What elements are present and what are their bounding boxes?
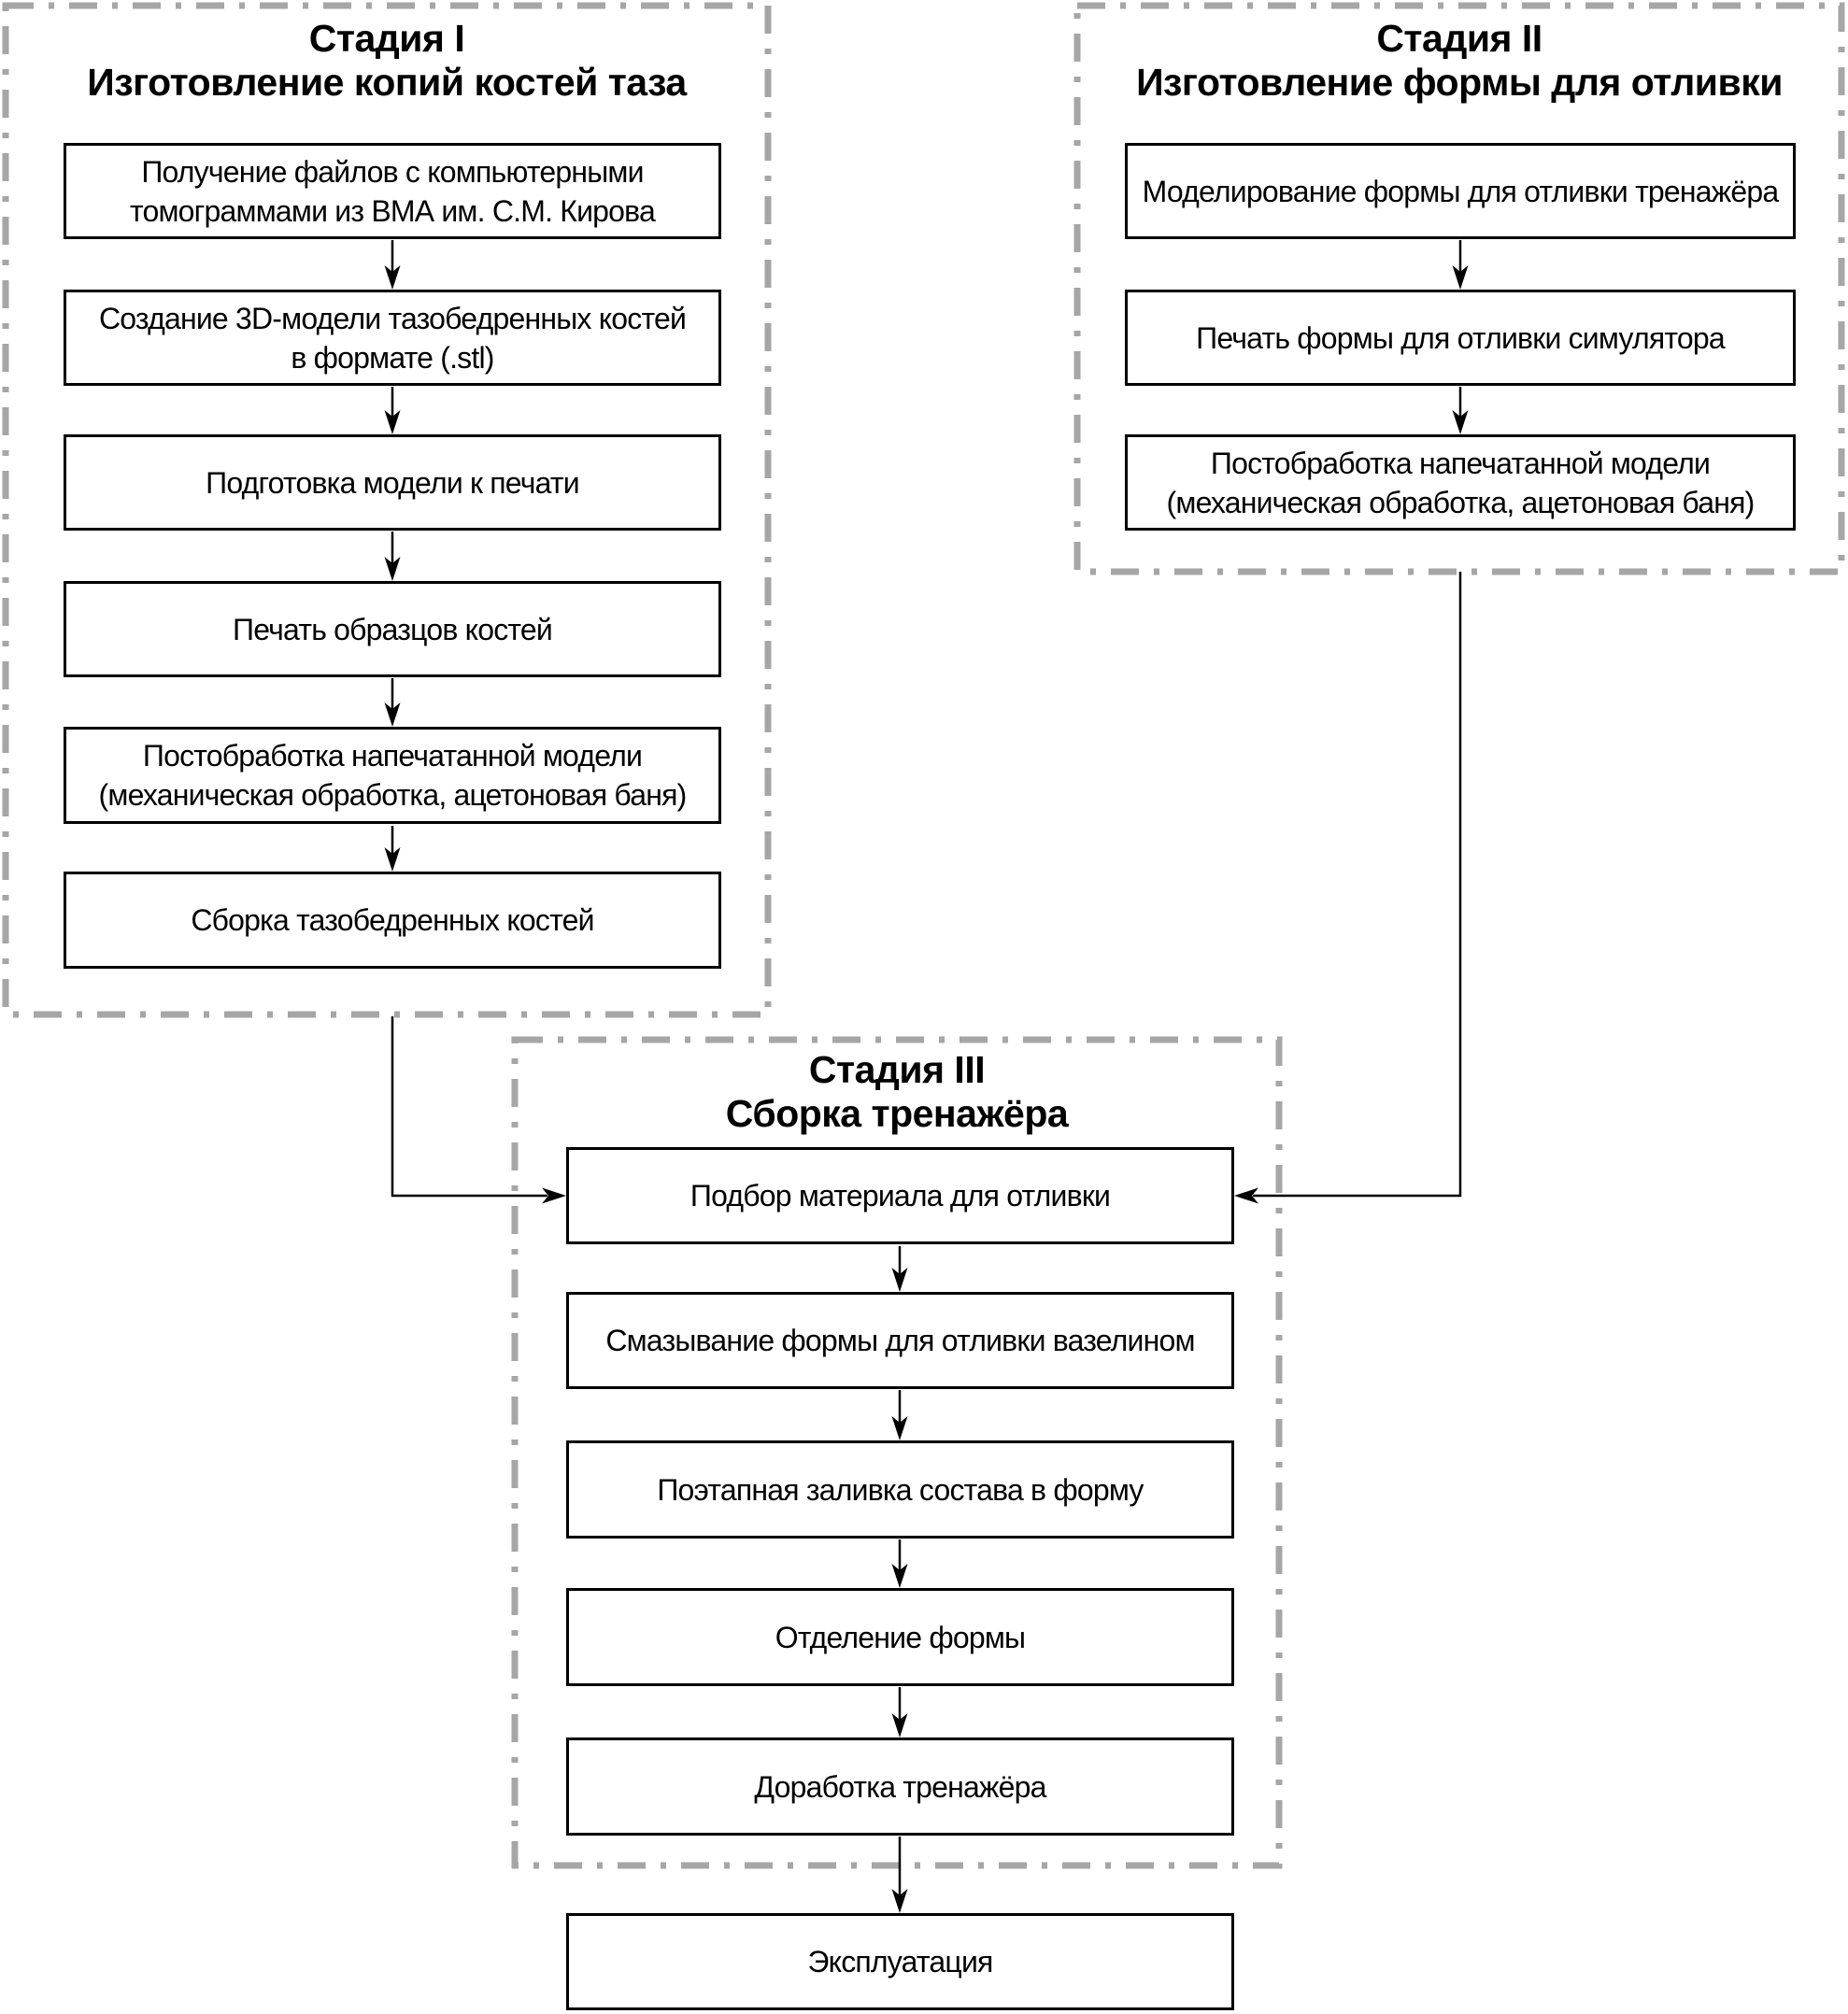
stage1-step6-box: Сборка тазобедренных костей (64, 872, 721, 969)
arrow-head (891, 1564, 908, 1588)
step-text-line: в формате (.stl) (291, 340, 494, 375)
stage1-to-stage3-connector (391, 1016, 547, 1198)
stage3-step4-box: Отделение формы (566, 1588, 1234, 1686)
arrow-head (384, 410, 401, 434)
arrow-head (542, 1187, 566, 1204)
step-text-line: Сборка тазобедренных костей (191, 903, 594, 937)
stage3-step2-box: Смазывание формы для отливки вазелином (566, 1292, 1234, 1389)
arrow-head (891, 1713, 908, 1737)
stage2-step2-box: Печать формы для отливки симулятора (1125, 290, 1796, 386)
stage2-dashed-border (1073, 2, 1845, 575)
stage2-to-stage3-connector (1253, 572, 1462, 1198)
stage1-step5-box: Постобработка напечатанной модели (механ… (64, 727, 721, 824)
arrow-head (1452, 410, 1469, 434)
arrow-head (1452, 265, 1469, 290)
step-text-line: (механическая обработка, ацетоновая баня… (98, 778, 688, 812)
arrow-head (1234, 1187, 1258, 1204)
stage1-step4-box: Печать образцов костей (64, 581, 721, 677)
stage3-step1-box: Подбор материала для отливки (566, 1147, 1234, 1244)
step-text-line: Постобработка напечатанной модели (142, 739, 643, 773)
stage1-step3-box: Подготовка модели к печати (64, 434, 721, 531)
arrow-head (384, 265, 401, 290)
arrow-head (384, 702, 401, 727)
step-text-line: Эксплуатация (807, 1945, 993, 1979)
stage3-step3-box: Поэтапная заливка состава в форму (566, 1440, 1234, 1539)
stage3-step5-box: Доработка тренажёра (566, 1737, 1234, 1836)
step-text-line: Отделение формы (775, 1620, 1026, 1654)
arrow-head (891, 1268, 908, 1292)
stage1-title-line1: Стадия I (308, 17, 465, 60)
stage2-title: Стадия II Изготовление формы для отливки (1077, 17, 1841, 105)
stage3-title-line2: Сборка тренажёра (725, 1092, 1069, 1135)
stage1-step2-box: Создание 3D-модели тазобедренных костей … (64, 290, 721, 386)
arrow-head (891, 1889, 908, 1913)
stage3-title-line1: Стадия III (808, 1048, 986, 1091)
arrow-head (891, 1416, 908, 1440)
arrow-head (384, 557, 401, 581)
step-text-line: Подбор материала для отливки (689, 1179, 1111, 1213)
stage1-dashed-border (2, 2, 772, 1018)
step-text-line: Печать формы для отливки симулятора (1196, 320, 1725, 355)
stage2-step3-box: Постобработка напечатанной модели (механ… (1125, 434, 1796, 531)
step-text-line: Подготовка модели к печати (206, 465, 580, 500)
step-text-line: Создание 3D-модели тазобедренных костей (98, 301, 687, 335)
stage3-dashed-border (511, 1036, 1283, 1869)
stage3-title: Стадия III Сборка тренажёра (515, 1048, 1279, 1136)
step-text-line: Получение файлов с компьютерными (141, 154, 644, 189)
final-step-box: Эксплуатация (566, 1913, 1234, 2010)
step-text-line: Печать образцов костей (233, 612, 553, 646)
stage2-title-line2: Изготовление формы для отливки (1136, 61, 1783, 104)
step-text-line: Моделирование формы для отливки тренажёр… (1142, 174, 1780, 208)
step-text-line: Постобработка напечатанной модели (1210, 446, 1711, 480)
step-text-line: Смазывание формы для отливки вазелином (605, 1324, 1195, 1357)
arrow-head (384, 847, 401, 872)
stage1-step1-box: Получение файлов с компьютерными томогра… (64, 143, 721, 239)
step-text-line: томограммами из ВМА им. С.М. Кирова (129, 193, 656, 228)
stage2-step1-box: Моделирование формы для отливки тренажёр… (1125, 143, 1796, 239)
stage1-title: Стадия I Изготовление копий костей таза (6, 17, 768, 105)
step-text-line: Поэтапная заливка состава в форму (657, 1472, 1144, 1507)
flow-arrows (384, 240, 1469, 1913)
stage1-title-line2: Изготовление копий костей таза (87, 61, 687, 104)
step-text-line: (механическая обработка, ацетоновая баня… (1166, 485, 1756, 519)
step-text-line: Доработка тренажёра (754, 1769, 1046, 1804)
stage2-title-line1: Стадия II (1376, 17, 1542, 60)
